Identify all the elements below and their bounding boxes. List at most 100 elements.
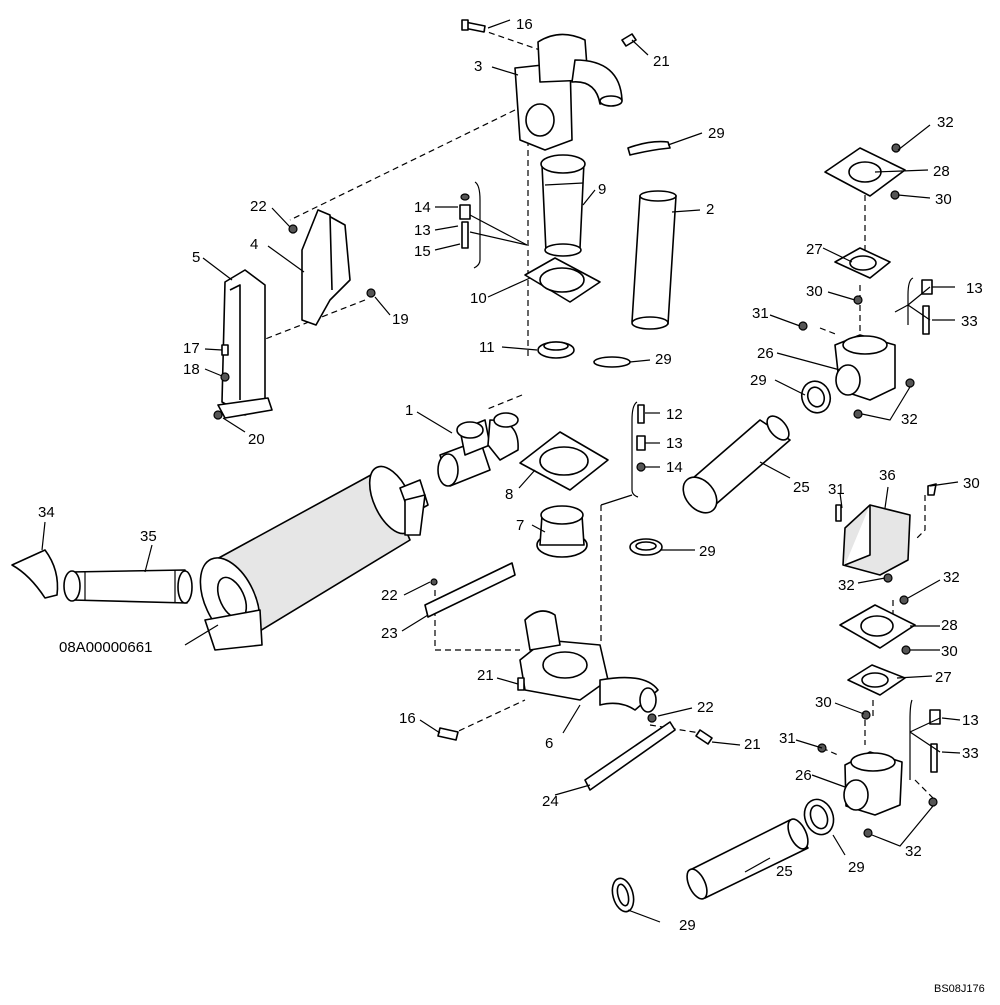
part-27-gasket-lower <box>847 664 906 696</box>
callout-29-mid: 29 <box>655 351 672 368</box>
callout-21-mid: 21 <box>477 667 494 684</box>
callout-29-lower-mid: 29 <box>699 543 716 560</box>
part-28-plate-upper <box>824 147 906 197</box>
callout-27-lower: 27 <box>935 669 952 686</box>
callout-32-mid-right: 32 <box>943 569 960 586</box>
callout-35: 35 <box>140 528 157 545</box>
part-19-bolt <box>366 288 376 298</box>
part-12-13-14-stack <box>636 404 646 472</box>
callout-26-upper: 26 <box>757 345 774 362</box>
part-35-pipe <box>63 569 193 604</box>
callout-30-lower-left: 30 <box>815 694 832 711</box>
part-1-y-pipe <box>437 412 519 487</box>
callout-16-lower: 16 <box>399 710 416 727</box>
leader-lines <box>41 19 961 923</box>
part-28-plate-lower <box>839 604 916 649</box>
callout-30-lower: 30 <box>941 643 958 660</box>
callout-22-lower: 22 <box>697 699 714 716</box>
drawing-ref: BS08J176 <box>934 983 985 995</box>
callout-13-left: 13 <box>414 222 431 239</box>
part-3-elbow <box>514 33 623 151</box>
callout-25-lower: 25 <box>776 863 793 880</box>
callout-3: 3 <box>474 58 482 75</box>
callout-30-upper: 30 <box>935 191 952 208</box>
callout-33-upper: 33 <box>961 313 978 330</box>
callout-11: 11 <box>479 339 495 356</box>
part-22-nut-lower <box>647 713 657 723</box>
callout-30-mid-right: 30 <box>963 475 980 492</box>
callout-8: 8 <box>505 486 513 503</box>
callout-7: 7 <box>516 517 524 534</box>
part-8-flange <box>519 431 609 491</box>
callout-14-left: 14 <box>414 199 431 216</box>
part-2-pipe <box>631 190 677 330</box>
callout-17: 17 <box>183 340 200 357</box>
part-26-elbow-lower <box>843 751 903 816</box>
part-6-elbow <box>519 610 659 713</box>
assembly-label: 08A00000661 <box>59 639 152 656</box>
callout-22-left: 22 <box>250 198 267 215</box>
part-17-18-20-hardware <box>213 344 230 420</box>
part-36-cover <box>842 504 911 576</box>
callout-14-mid: 14 <box>666 459 683 476</box>
callout-4: 4 <box>250 236 258 253</box>
callout-13-mid: 13 <box>666 435 683 452</box>
callout-6: 6 <box>545 735 553 752</box>
callout-13-lower: 13 <box>962 712 979 729</box>
callout-29-top: 29 <box>708 125 725 142</box>
part-9-tube <box>540 154 586 257</box>
part-11-ring <box>537 341 575 359</box>
part-16-bolt-top <box>461 19 486 33</box>
callout-2: 2 <box>706 201 714 218</box>
callout-32-upper-right: 32 <box>901 411 918 428</box>
callout-31-mid: 31 <box>828 481 845 498</box>
part-10-flange <box>524 257 601 303</box>
part-5-bracket <box>217 269 273 419</box>
part-34-cap <box>11 549 59 599</box>
part-4-bracket <box>301 209 351 326</box>
callout-9: 9 <box>598 181 606 198</box>
part-30-hardware-lower <box>901 645 911 655</box>
part-27-gasket-upper <box>834 247 891 279</box>
part-24-strap <box>584 721 676 791</box>
part-16-bolt-lower <box>437 727 459 741</box>
callout-29-bottom: 29 <box>679 917 696 934</box>
callout-32-upper: 32 <box>937 114 954 131</box>
part-29-clamp-top <box>627 140 671 156</box>
callout-23: 23 <box>381 625 398 642</box>
callout-20: 20 <box>248 431 265 448</box>
callout-18: 18 <box>183 361 200 378</box>
part-29-clamp-right <box>800 380 832 414</box>
callout-24: 24 <box>542 793 559 810</box>
callout-34: 34 <box>38 504 55 521</box>
part-31-30-hardware-mid <box>835 483 937 605</box>
callout-31-lower: 31 <box>779 730 796 747</box>
callout-12: 12 <box>666 406 683 423</box>
part-29-clamp-lowmid <box>629 538 663 556</box>
part-22-nut-left <box>288 224 298 234</box>
callout-1: 1 <box>405 402 413 419</box>
callout-33-lower: 33 <box>962 745 979 762</box>
part-21-bolt-lower <box>517 677 525 691</box>
part-14-13-15-stack <box>459 193 471 249</box>
part-21-bolt-top <box>621 33 637 47</box>
callout-21-lower: 21 <box>744 736 761 753</box>
callout-36: 36 <box>879 467 896 484</box>
muffler <box>199 465 429 651</box>
callout-32-mid: 32 <box>838 577 855 594</box>
part-25-pipe-lower <box>686 818 809 900</box>
callout-28-upper: 28 <box>933 163 950 180</box>
callout-28-lower: 28 <box>941 617 958 634</box>
callout-32-lower: 32 <box>905 843 922 860</box>
callout-29-right: 29 <box>750 372 767 389</box>
callout-30-mid: 30 <box>806 283 823 300</box>
callout-31-upper: 31 <box>752 305 769 322</box>
part-26-elbow-upper <box>834 334 896 401</box>
callout-26-lower: 26 <box>795 767 812 784</box>
part-29-clamp-lower <box>803 798 835 836</box>
part-29-clamp-bottom <box>611 877 635 913</box>
part-23-bar <box>424 562 516 618</box>
callout-10: 10 <box>470 290 487 307</box>
